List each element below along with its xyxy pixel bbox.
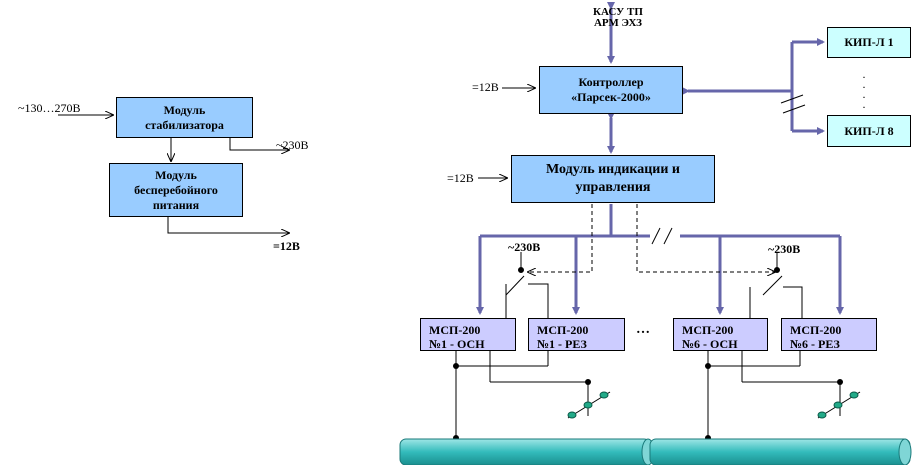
msp-6-reserve-line1: МСП-200: [790, 323, 842, 337]
stabilizer-output-label: ~230В: [276, 138, 309, 152]
stabilizer-module: Модуль стабилизатора: [116, 97, 253, 138]
input-voltage-label: ~130…270В: [18, 101, 81, 115]
msp-6-main-line1: МСП-200: [682, 323, 734, 337]
output-wiring-right: [707, 351, 861, 438]
break-marks: [651, 94, 806, 245]
controller-module: Контроллер «Парсек-2000»: [539, 66, 683, 114]
msp-6-reserve: МСП-200 №6 - РЕЗ: [781, 318, 877, 351]
controller-power-label: =12В: [472, 80, 499, 94]
switch-left: [505, 252, 549, 318]
switch-right: [749, 252, 803, 318]
kip-last-label: КИП-Л 8: [844, 123, 894, 138]
output-wiring-left: [455, 351, 611, 438]
stabilizer-line1: Модуль: [163, 102, 206, 117]
indication-line2: управления: [575, 180, 651, 195]
ac-label-right: ~230В: [768, 242, 801, 256]
kip-box-last: КИП-Л 8: [827, 115, 911, 147]
electrode-nodes: [567, 391, 859, 419]
msp-1-reserve-line2: №1 - РЕЗ: [537, 337, 587, 351]
stabilizer-line2: стабилизатора: [145, 117, 224, 132]
indication-power-label: =12В: [447, 171, 474, 185]
left-section-lines: [58, 115, 290, 233]
ups-line2: бесперебойного: [134, 182, 218, 197]
msp-6-reserve-line2: №6 - РЕЗ: [790, 337, 840, 351]
top-system-label: КАСУ ТП АРМ ЭХЗ: [593, 7, 643, 29]
msp-6-main-line2: №6 - ОСН: [682, 337, 738, 351]
msp-6-main: МСП-200 №6 - ОСН: [673, 318, 768, 351]
ups-module: Модуль бесперебойного питания: [109, 163, 243, 217]
ups-output-label: =12В: [273, 239, 300, 253]
bus-lines: [476, 2, 844, 315]
msp-1-reserve: МСП-200 №1 - РЕЗ: [528, 318, 625, 351]
controller-line2: «Парсек-2000»: [571, 90, 651, 104]
msp-ellipsis: …: [636, 322, 650, 337]
dashed-control-lines: [527, 204, 776, 272]
ups-line1: Модуль: [155, 167, 197, 182]
indication-module: Модуль индикации и управления: [511, 155, 715, 203]
msp-1-main-line1: МСП-200: [429, 323, 481, 337]
msp-1-main-line2: №1 - ОСН: [429, 337, 485, 351]
junction-dots: [453, 363, 843, 441]
power-arrows: [478, 88, 536, 178]
indication-line1: Модуль индикации и: [545, 162, 681, 177]
kip-ellipsis-dots: ····: [862, 70, 866, 114]
ac-label-left: ~230В: [508, 240, 541, 254]
msp-1-reserve-line1: МСП-200: [537, 323, 589, 337]
pipelines: [399, 438, 912, 465]
kip-first-label: КИП-Л 1: [844, 35, 894, 49]
controller-line1: Контроллер: [578, 75, 644, 89]
top-label-line2: АРМ ЭХЗ: [593, 17, 642, 29]
msp-1-main: МСП-200 №1 - ОСН: [420, 318, 516, 351]
kip-box-first: КИП-Л 1: [827, 27, 911, 58]
top-label-line1: КАСУ ТП: [593, 6, 643, 18]
ups-line3: питания: [152, 197, 200, 212]
